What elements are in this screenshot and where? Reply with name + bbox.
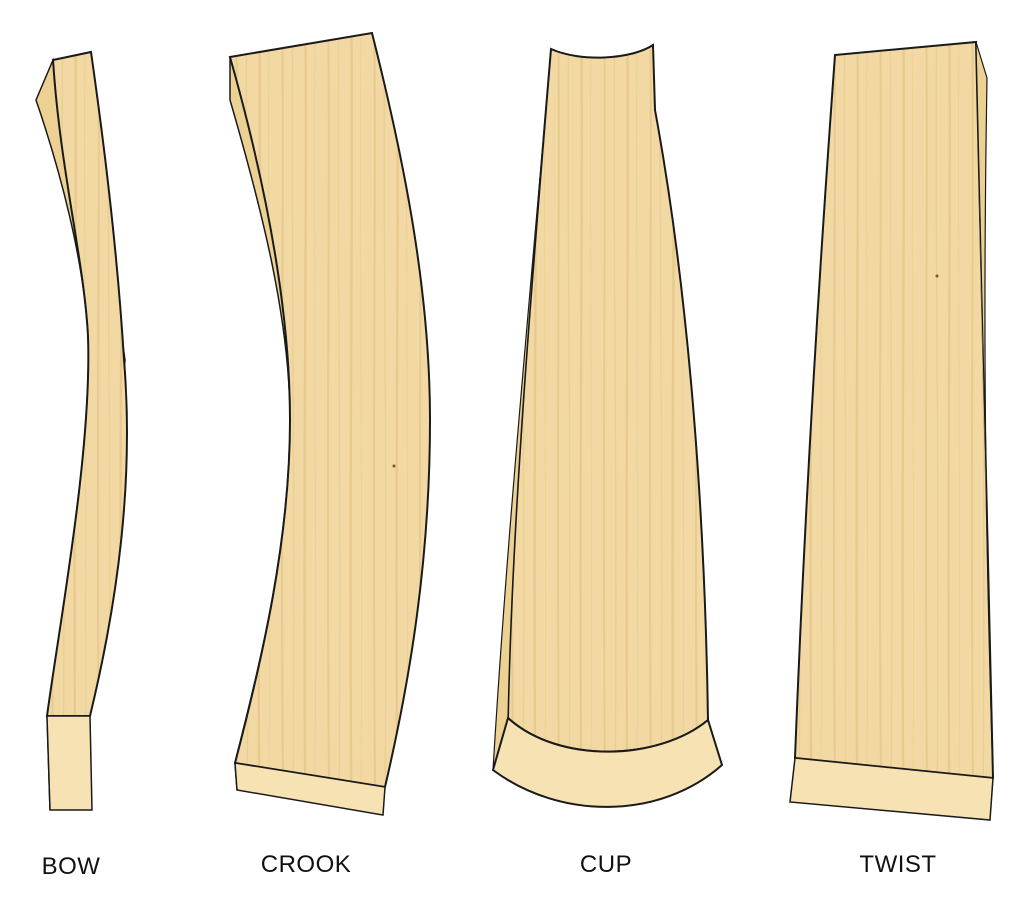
bow-board bbox=[36, 52, 127, 810]
crook-board bbox=[230, 33, 430, 815]
label-crook: CROOK bbox=[261, 851, 352, 879]
cup-board-face bbox=[508, 45, 708, 752]
twist-board bbox=[790, 42, 993, 820]
label-twist: TWIST bbox=[859, 851, 936, 879]
crook-board-face bbox=[230, 33, 430, 787]
cup-board bbox=[493, 45, 722, 807]
twist-board-face bbox=[795, 42, 993, 778]
label-cup: CUP bbox=[580, 851, 632, 879]
crook-board-knot bbox=[393, 465, 396, 468]
twist-board-knot bbox=[936, 275, 939, 278]
bow-board-end bbox=[47, 716, 92, 810]
label-bow: BOW bbox=[42, 853, 101, 881]
